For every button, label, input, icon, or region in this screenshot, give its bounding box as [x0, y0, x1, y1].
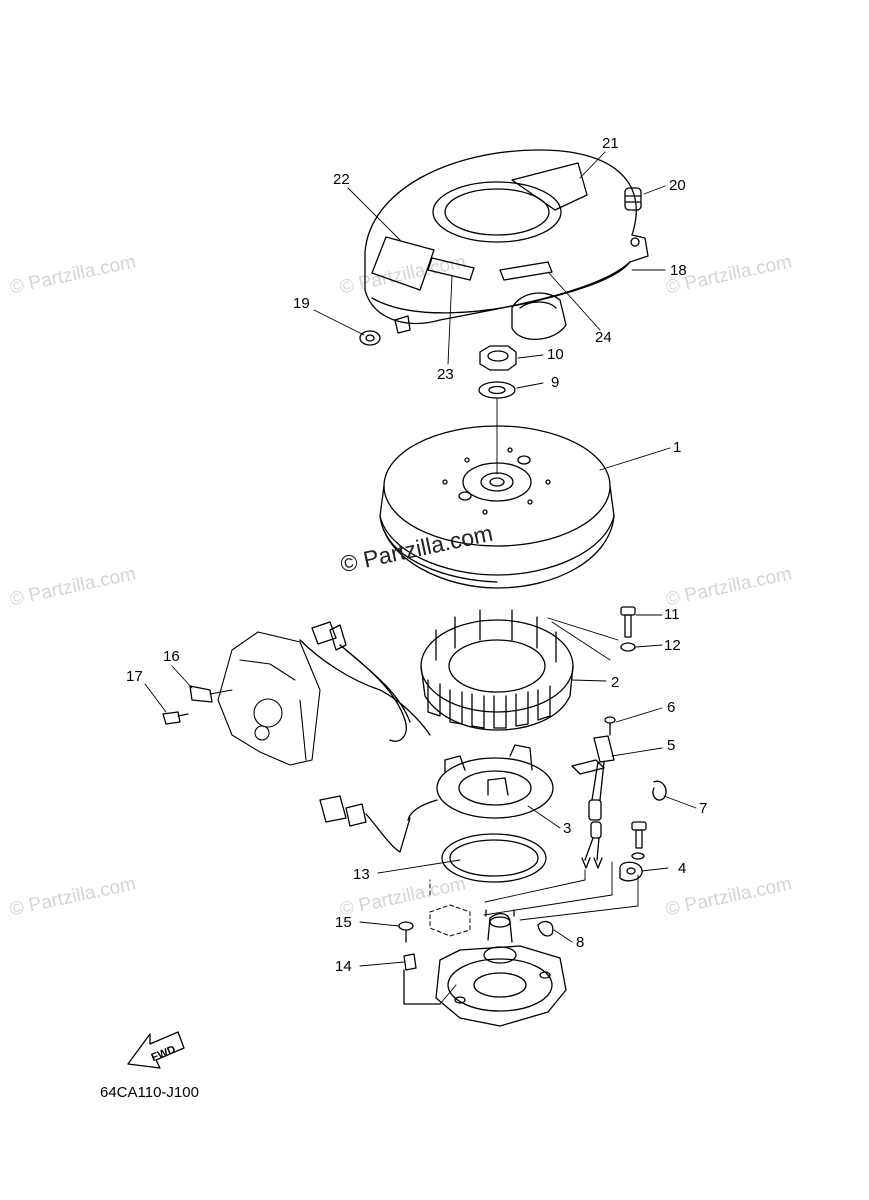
clamp-4: [619, 861, 643, 882]
ring-13: [441, 833, 547, 883]
grommet-20: [624, 187, 642, 211]
diagram-code: 64CA110-J100: [100, 1084, 199, 1101]
callout-9: 9: [551, 374, 560, 391]
washer-12: [620, 642, 636, 652]
callout-20: 20: [669, 177, 686, 194]
callout-15: 15: [335, 914, 352, 931]
callout-14: 14: [335, 958, 352, 975]
callout-7: 7: [699, 800, 708, 817]
screw-17: [162, 711, 189, 725]
callout-16: 16: [163, 648, 180, 665]
washer-9: [478, 381, 516, 399]
callout-18: 18: [670, 262, 687, 279]
fwd-arrow: [127, 1031, 185, 1069]
leader-lines: [144, 151, 697, 1005]
wire-harness: [299, 621, 431, 742]
pulser-connector: [319, 795, 411, 853]
callout-2: 2: [611, 674, 620, 691]
clamp-16: [189, 685, 213, 703]
base-plate: [435, 909, 567, 1027]
callout-3: 3: [563, 820, 572, 837]
dashed-outline: [429, 879, 471, 937]
screw-15: [398, 921, 414, 943]
pulser-coil: [407, 744, 554, 821]
callout-5: 5: [667, 737, 676, 754]
callout-21: 21: [602, 135, 619, 152]
clip-7: [652, 780, 667, 801]
callout-12: 12: [664, 637, 681, 654]
bolt-4: [631, 821, 647, 860]
flywheel-cover: [364, 149, 649, 340]
callout-10: 10: [547, 346, 564, 363]
key-8: [537, 920, 554, 937]
callout-22: 22: [333, 171, 350, 188]
screw-6: [604, 716, 616, 736]
grommet-19: [359, 330, 381, 346]
callout-8: 8: [576, 934, 585, 951]
nut-10: [479, 345, 517, 371]
callout-11: 11: [664, 606, 680, 623]
stator: [420, 609, 574, 731]
callout-13: 13: [353, 866, 370, 883]
callout-23: 23: [437, 366, 454, 383]
callout-6: 6: [667, 699, 676, 716]
callout-1: 1: [673, 439, 682, 456]
callout-24: 24: [595, 329, 612, 346]
bolt-11: [620, 606, 636, 638]
fwd-label: FWD: [150, 1044, 178, 1065]
callout-4: 4: [678, 860, 687, 877]
callout-17: 17: [126, 668, 143, 685]
housing: [217, 631, 321, 766]
lead-wire: [571, 735, 615, 869]
bracket-14: [403, 953, 441, 1005]
callout-19: 19: [293, 295, 310, 312]
